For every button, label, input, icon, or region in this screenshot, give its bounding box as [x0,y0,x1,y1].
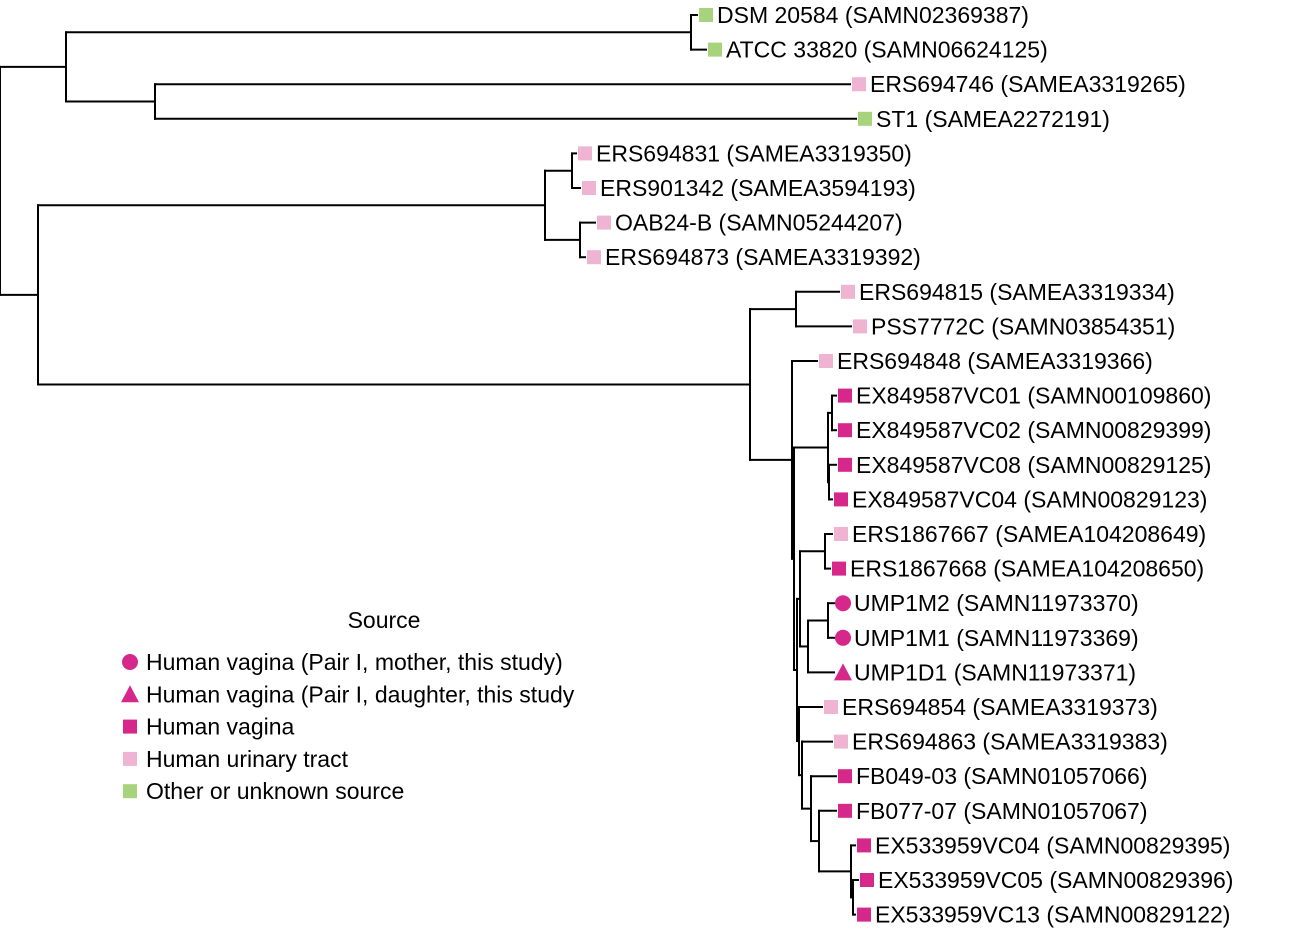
tip-label: EX849587VC02 (SAMN00829399) [856,417,1211,443]
tip-label: EX849587VC04 (SAMN00829123) [852,486,1207,512]
tip-label: ERS694873 (SAMEA3319392) [605,244,921,270]
legend-square-icon [123,751,137,766]
legend-items: Human vagina (Pair I, mother, this study… [121,649,575,804]
tip-square-marker [838,457,852,472]
tip-square-marker [699,8,713,22]
tip-square-marker [838,388,852,403]
legend-item-label: Human vagina (Pair I, daughter, this stu… [146,681,575,707]
tip-label: PSS7772C (SAMN03854351) [871,313,1175,339]
tip-square-marker [857,907,871,922]
legend-item-label: Human vagina (Pair I, mother, this study… [146,649,563,675]
tip-label: FB077-07 (SAMN01057067) [856,798,1148,824]
tip-label: ERS901342 (SAMEA3594193) [600,175,916,201]
tip-label: UMP1D1 (SAMN11973371) [854,659,1136,685]
tip-square-marker [597,215,611,230]
tip-square-marker [819,354,833,368]
tip-square-marker [834,492,848,507]
source-legend: Source Human vagina (Pair I, mother, thi… [121,607,575,804]
tip-square-marker [852,77,866,92]
tip-circle-marker [835,629,851,646]
tip-square-marker [824,700,838,714]
tip-label: ATCC 33820 (SAMN06624125) [726,37,1048,63]
legend-item-label: Human vagina [146,714,295,740]
tip-square-marker [587,250,601,265]
tip-label: ERS694848 (SAMEA3319366) [837,348,1153,374]
tip-circle-marker [835,595,851,612]
tip-label: ERS694746 (SAMEA3319265) [870,71,1186,97]
tip-label: EX849587VC08 (SAMN00829125) [856,452,1211,478]
tip-label: ERS694854 (SAMEA3319373) [842,694,1158,720]
tip-label: ERS694815 (SAMEA3319334) [859,279,1175,305]
legend-item-label: Human urinary tract [146,746,349,772]
tip-label: UMP1M1 (SAMN11973369) [854,625,1139,651]
tip-square-marker [838,423,852,438]
tip-square-marker [832,561,846,576]
tip-label: EX533959VC13 (SAMN00829122) [875,902,1230,928]
tip-square-marker [857,838,871,853]
tip-square-marker [841,284,855,299]
legend-circle-icon [122,654,138,670]
tip-label: EX849587VC01 (SAMN00109860) [856,383,1211,409]
tip-square-marker [834,527,848,541]
legend-triangle-icon [121,685,139,703]
legend-square-icon [123,719,137,734]
legend-square-icon [123,784,137,799]
tree-branches [0,14,859,916]
tip-square-marker [582,181,596,195]
tip-label: ERS694831 (SAMEA3319350) [596,140,912,166]
tip-square-marker [834,734,848,749]
tip-label: DSM 20584 (SAMN02369387) [717,2,1029,28]
tip-triangle-marker [834,663,852,681]
legend-title: Source [348,607,421,633]
tip-label: ST1 (SAMEA2272191) [876,106,1110,132]
tip-label: EX533959VC05 (SAMN00829396) [878,867,1233,893]
tip-square-marker [838,769,852,784]
tip-label: ERS1867668 (SAMEA104208650) [850,556,1204,582]
tip-square-marker [838,803,852,818]
tip-square-marker [708,42,722,57]
tip-label: UMP1M2 (SAMN11973370) [854,590,1139,616]
legend-item-label: Other or unknown source [146,778,404,804]
tip-square-marker [578,146,592,161]
tip-label: ERS694863 (SAMEA3319383) [852,729,1168,755]
tip-square-marker [853,319,867,334]
tip-markers [578,8,874,922]
tip-square-marker [860,873,874,887]
tip-label: OAB24-B (SAMN05244207) [615,210,903,236]
tip-labels: DSM 20584 (SAMN02369387) ATCC 33820 (SAMN… [596,2,1233,928]
tip-label: ERS1867667 (SAMEA104208649) [852,521,1206,547]
tip-label: FB049-03 (SAMN01057066) [856,763,1148,789]
tip-square-marker [858,111,872,126]
tip-label: EX533959VC04 (SAMN00829395) [875,832,1230,858]
